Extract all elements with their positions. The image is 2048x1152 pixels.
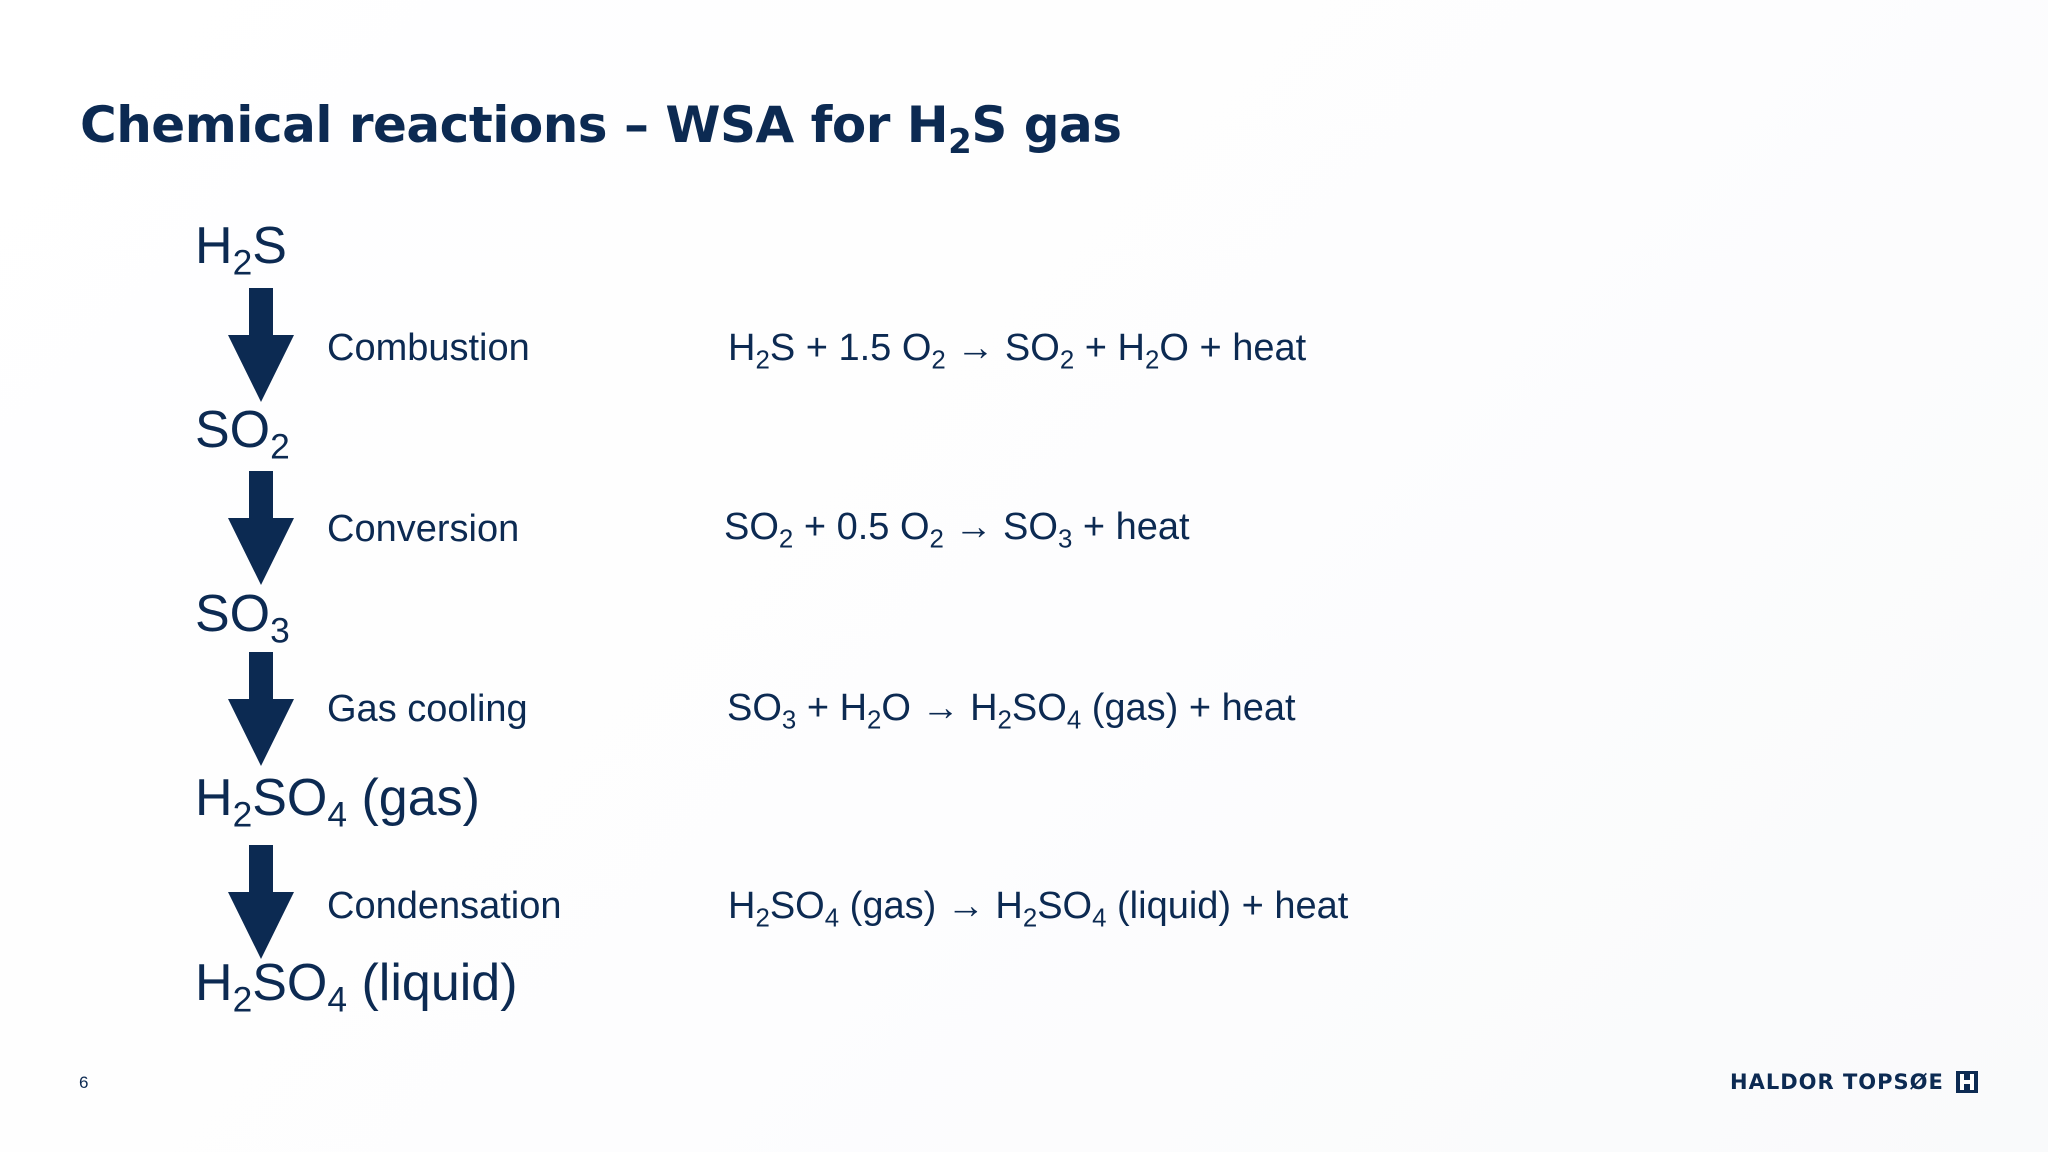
page-title: Chemical reactions – WSA for H2S gas: [80, 96, 1122, 162]
down-arrow-icon: [228, 652, 294, 766]
page-number: 6: [79, 1073, 89, 1092]
step-label-condensation: Condensation: [327, 885, 562, 927]
logo-text: HALDOR TOPSØE: [1730, 1070, 1944, 1094]
species-so2: SO2: [195, 401, 290, 467]
step-label-gas-cooling: Gas cooling: [327, 688, 528, 730]
equation-gas-cooling: SO3 + H2O → H2SO4 (gas) + heat: [727, 687, 1296, 735]
haldor-topsoe-logo-icon: [1955, 1071, 1978, 1093]
down-arrow-icon: [228, 288, 294, 402]
species-h2s: H2S: [195, 217, 287, 283]
species-h2so4-gas: H2SO4 (gas): [195, 769, 480, 835]
step-label-combustion: Combustion: [327, 327, 530, 369]
equation-conversion: SO2 + 0.5 O2 → SO3 + heat: [724, 506, 1190, 554]
company-logo: HALDOR TOPSØE: [1730, 1070, 1978, 1094]
step-label-conversion: Conversion: [327, 508, 520, 550]
down-arrow-icon: [228, 471, 294, 585]
species-h2so4-liquid: H2SO4 (liquid): [195, 954, 518, 1020]
equation-combustion: H2S + 1.5 O2 → SO2 + H2O + heat: [728, 327, 1307, 375]
down-arrow-icon: [228, 845, 294, 959]
equation-condensation: H2SO4 (gas) → H2SO4 (liquid) + heat: [728, 885, 1349, 933]
species-so3: SO3: [195, 585, 290, 651]
